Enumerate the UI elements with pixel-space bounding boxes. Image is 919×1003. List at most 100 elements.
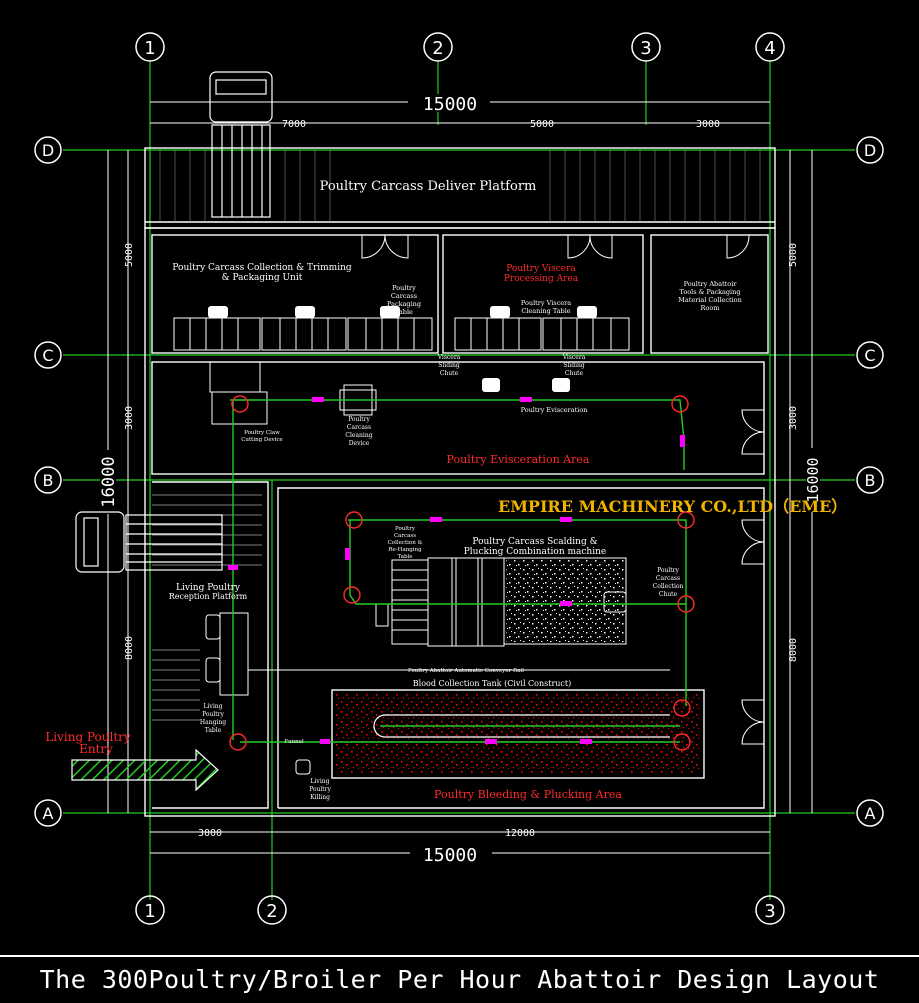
label-scalding-1: Poultry Carcass Scalding & bbox=[472, 537, 597, 547]
label-trimming-1: Poultry Carcass Collection & Trimming bbox=[172, 263, 352, 273]
grid-left-c: C bbox=[42, 346, 53, 365]
label-tools-2: Tools & Packaging bbox=[680, 288, 741, 296]
label-entry-2: Entry bbox=[79, 742, 113, 756]
label-claw-1: Poultry Claw bbox=[244, 430, 280, 436]
label-chute1-b: Sliding bbox=[438, 362, 460, 369]
truck-top-icon bbox=[209, 71, 273, 218]
label-chute2-a: Viscera bbox=[562, 354, 586, 361]
dim-bottom-total: 15000 bbox=[423, 845, 477, 866]
label-viscera-area-1: Poultry Viscera bbox=[506, 264, 576, 274]
reception-stairs bbox=[152, 494, 262, 721]
grid-top-4: 4 bbox=[764, 38, 775, 59]
label-hanging-4: Table bbox=[205, 727, 222, 734]
label-deliver-platform: Poultry Carcass Deliver Platform bbox=[320, 179, 537, 194]
label-rehang-1: Poultry bbox=[395, 526, 416, 532]
entry-arrow-icon bbox=[71, 748, 219, 792]
dim-right-1: 5000 bbox=[788, 243, 799, 267]
watermark: EMPIRE MACHINERY CO.,LTD（EME） bbox=[498, 497, 847, 516]
label-viscera-table-1: Poultry Viscera bbox=[521, 299, 571, 307]
dim-top-3: 3000 bbox=[696, 119, 720, 130]
label-cleaning-2: Carcass bbox=[347, 424, 371, 431]
label-chute2-c: Chute bbox=[565, 370, 584, 377]
blood-trough bbox=[373, 714, 670, 738]
label-rehang-4: Re-Hanging bbox=[388, 547, 422, 553]
grid-bubbles-left bbox=[34, 136, 62, 827]
label-funnel: Funnel bbox=[284, 739, 304, 745]
label-bleeding-area: Poultry Bleeding & Plucking Area bbox=[434, 788, 622, 801]
label-killing-3: Killing bbox=[310, 794, 330, 801]
dim-top-total: 15000 bbox=[423, 94, 477, 115]
watermark-text: EMPIRE MACHINERY CO.,LTD（EME） bbox=[498, 497, 847, 516]
label-claw-2: Cutting Device bbox=[241, 437, 283, 443]
label-scalding-2: Plucking Combination machine bbox=[464, 547, 606, 557]
label-entry-1: Living Poultry bbox=[45, 730, 131, 744]
dim-right-total: 16000 bbox=[804, 457, 822, 502]
dim-left-total: 16000 bbox=[99, 456, 119, 507]
grid-bubbles-right bbox=[856, 136, 884, 827]
label-rehang-5: Table bbox=[397, 554, 412, 560]
trimming-tables bbox=[173, 317, 630, 351]
label-packtable-1: Poultry bbox=[392, 284, 416, 292]
floor-plan: 1 2 3 4 1 2 3 D C B A D C B A bbox=[34, 32, 884, 925]
truck-left-icon bbox=[75, 511, 223, 573]
hanging-tables bbox=[205, 612, 311, 775]
grid-top-3: 3 bbox=[640, 38, 651, 59]
grid-right-b: B bbox=[865, 471, 876, 490]
label-packtable-3: Packaging bbox=[387, 300, 421, 308]
conveyor-marks bbox=[228, 397, 685, 744]
blood-texture bbox=[336, 694, 700, 774]
label-cleaning-4: Device bbox=[349, 440, 370, 447]
label-cleaning-1: Poultry bbox=[348, 416, 370, 423]
label-killing-2: Poultry bbox=[309, 786, 331, 793]
label-trimming-2: & Packaging Unit bbox=[222, 273, 303, 283]
label-viscera-area-2: Processing Area bbox=[504, 274, 579, 284]
label-cleaning-3: Cleaning bbox=[345, 432, 372, 439]
label-viscera-table-2: Cleaning Table bbox=[521, 307, 570, 315]
label-blood-tank: Blood Collection Tank (Civil Construct) bbox=[413, 679, 572, 688]
label-chute2-b: Sliding bbox=[563, 362, 585, 369]
label-packtable-4: Table bbox=[395, 308, 413, 316]
label-hanging-1: Living bbox=[204, 703, 223, 710]
label-reception-1: Living Poultry bbox=[176, 583, 241, 593]
label-packtable-2: Carcass bbox=[391, 292, 417, 300]
grid-bottom-1: 1 bbox=[144, 901, 155, 922]
dim-top-1: 7000 bbox=[282, 119, 306, 130]
grid-right-c: C bbox=[864, 346, 875, 365]
dim-left-1: 5000 bbox=[124, 243, 135, 267]
label-rehang-2: Carcass bbox=[394, 533, 416, 539]
label-evisceration-area: Poultry Evisceration Area bbox=[447, 453, 590, 466]
dim-top-2: 5000 bbox=[530, 119, 554, 130]
label-tools-1: Poultry Abattoir bbox=[684, 280, 738, 288]
grid-bottom-3: 3 bbox=[764, 901, 775, 922]
grid-bubbles-top bbox=[135, 32, 785, 62]
label-chute1-c: Chute bbox=[440, 370, 459, 377]
label-tools-3: Material Collection bbox=[678, 296, 742, 304]
grid-left-b: B bbox=[43, 471, 54, 490]
label-rehang-3: Collection & bbox=[388, 540, 423, 546]
label-coll-chute-3: Collection bbox=[653, 583, 684, 590]
drawing-title: The 300Poultry/Broiler Per Hour Abattoir… bbox=[0, 955, 919, 1003]
rail-turns bbox=[229, 395, 695, 751]
dim-left-2: 3000 bbox=[124, 406, 135, 430]
grid-top-1: 1 bbox=[144, 38, 155, 59]
grid-left-a: A bbox=[43, 804, 54, 823]
label-chute1-a: Viscera bbox=[437, 354, 461, 361]
dim-left-3: 8000 bbox=[124, 636, 135, 660]
grid-right-d: D bbox=[864, 141, 876, 160]
label-conveyor-rail: Poultry Abattoir Automatic Conveyor Rail bbox=[408, 668, 524, 674]
label-coll-chute-4: Chute bbox=[659, 591, 678, 598]
label-reception-2: Reception Platform bbox=[169, 592, 248, 601]
sink-icons bbox=[208, 306, 597, 392]
dim-right-3: 8000 bbox=[788, 638, 799, 662]
label-coll-chute-1: Poultry bbox=[657, 567, 679, 574]
label-tools-4: Room bbox=[701, 304, 720, 312]
label-hanging-3: Hanging bbox=[200, 719, 226, 726]
label-killing-1: Living bbox=[311, 778, 330, 785]
dim-right-2: 3000 bbox=[788, 406, 799, 430]
platform-hatch bbox=[159, 150, 761, 222]
grid-bottom-2: 2 bbox=[266, 901, 277, 922]
label-evisceration-line: Poultry Evisceration bbox=[521, 406, 588, 414]
grid-left-d: D bbox=[42, 141, 54, 160]
grid-top-2: 2 bbox=[432, 38, 443, 59]
